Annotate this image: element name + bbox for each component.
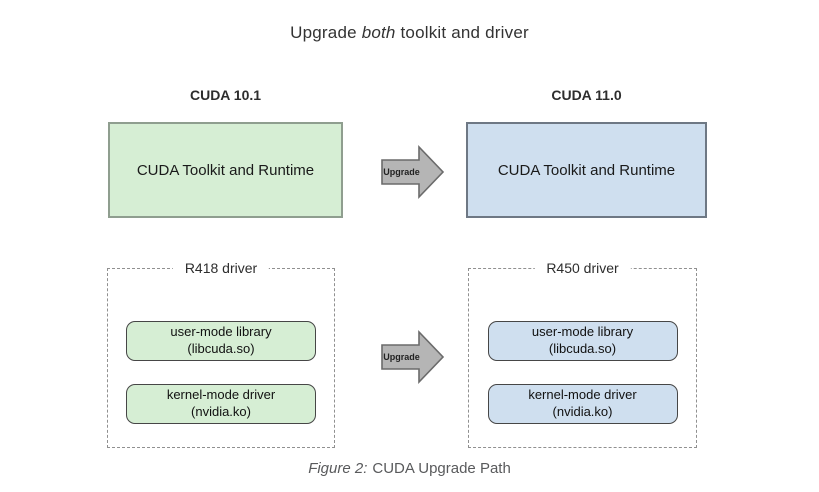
- kernel-mode-driver-name: kernel-mode driver: [528, 387, 637, 403]
- cuda-11-0-header: CUDA 11.0: [551, 87, 622, 103]
- r418-driver-label: R418 driver: [172, 260, 270, 276]
- user-mode-library-name: user-mode library: [531, 324, 634, 340]
- right-arrow-icon: [381, 330, 445, 384]
- user-mode-library-box-new: user-mode library (libcuda.so): [487, 321, 678, 361]
- cuda-toolkit-box-new: CUDA Toolkit and Runtime: [466, 122, 707, 218]
- title-emphasis: both: [361, 23, 396, 42]
- kernel-mode-driver-name: kernel-mode driver: [166, 387, 276, 403]
- r450-driver-group: R450 driver user-mode library (libcuda.s…: [468, 260, 697, 448]
- user-mode-library-name: user-mode library: [170, 324, 272, 340]
- cuda-10-1-header: CUDA 10.1: [189, 87, 262, 103]
- kernel-mode-driver-box-old: kernel-mode driver (nvidia.ko): [126, 384, 316, 424]
- right-arrow-shape: [381, 330, 445, 384]
- user-mode-library-file: (libcuda.so): [548, 341, 617, 356]
- cuda-toolkit-box-old: CUDA Toolkit and Runtime: [108, 122, 343, 218]
- r450-driver-label: R450 driver: [534, 260, 631, 276]
- title-suffix: toolkit and driver: [395, 23, 529, 42]
- right-arrow-shape: [381, 145, 445, 199]
- figure-caption: Figure 2:CUDA Upgrade Path: [0, 460, 819, 477]
- user-mode-library-file: (libcuda.so): [187, 341, 255, 356]
- upgrade-arrow-label: Upgrade: [383, 167, 420, 177]
- kernel-mode-driver-box-new: kernel-mode driver (nvidia.ko): [487, 384, 678, 424]
- upgrade-arrow-label: Upgrade: [383, 352, 420, 362]
- figure-caption-text: CUDA Upgrade Path: [372, 460, 511, 477]
- diagram-title: Upgrade both toolkit and driver: [0, 23, 819, 43]
- title-prefix: Upgrade: [290, 23, 362, 42]
- upgrade-arrow-toolkit: Upgrade: [381, 144, 445, 200]
- kernel-mode-driver-file: (nvidia.ko): [552, 404, 613, 419]
- right-arrow-icon: [381, 145, 445, 199]
- user-mode-library-box-old: user-mode library (libcuda.so): [126, 321, 316, 361]
- r418-driver-group: R418 driver user-mode library (libcuda.s…: [107, 260, 335, 448]
- figure-caption-label: Figure 2:: [308, 460, 368, 477]
- upgrade-arrow-driver: Upgrade: [381, 329, 445, 385]
- kernel-mode-driver-file: (nvidia.ko): [191, 404, 251, 419]
